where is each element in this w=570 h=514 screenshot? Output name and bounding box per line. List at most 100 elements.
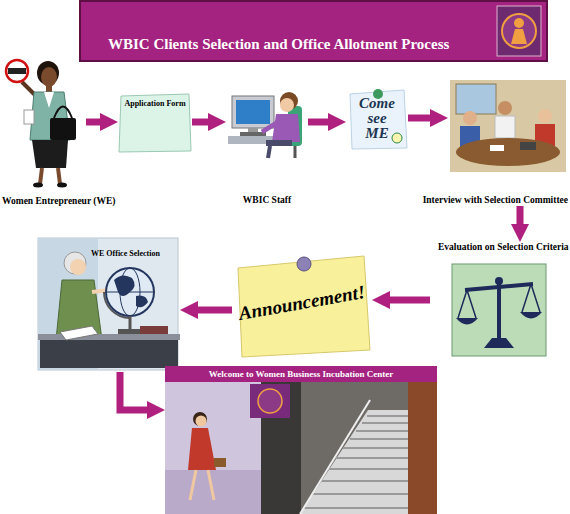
papers [24,110,34,124]
hair [64,252,86,274]
application-form-note: Application Form [118,93,192,153]
skirt [32,140,68,168]
arm [262,122,278,132]
logo-frame [497,6,541,56]
note-part [350,90,407,149]
leg [40,168,42,184]
face [41,67,57,87]
sign-symbol [6,60,28,82]
push-pin [297,257,311,271]
scales-pan [520,312,542,319]
blouse [44,92,54,108]
staff-step: WBIC Staff [226,88,308,208]
note-paper [350,90,407,149]
logo-figure [511,29,527,44]
globe-equator [106,292,154,293]
logo-figure [514,18,524,28]
note-part [392,133,402,143]
globe [106,268,154,316]
step-caption: Women Entrepreneur (WE) [2,196,115,206]
flow-arrow [189,307,232,314]
scales-panel [452,264,546,356]
chair-base [294,146,297,158]
flow-arrow [192,119,217,126]
person-body [495,116,515,138]
bag [50,118,76,140]
globe-base [118,329,142,334]
red-dress [188,428,216,470]
window [456,84,496,114]
face [280,98,294,112]
title-text: WBIC Clients Selection and Office Allotm… [108,36,449,53]
shoe [57,183,67,188]
keyboard [240,132,266,136]
step-caption: WE Office Selection [91,249,160,258]
desk [40,336,178,368]
flow-arrow [308,119,337,126]
body [272,114,300,142]
logo-ring [258,389,282,413]
step-caption: Interview with Selection Committee [423,195,568,205]
shoe [33,183,43,188]
hall-panel [165,382,261,514]
face [70,259,86,275]
title-band [80,1,547,61]
papers [60,326,98,340]
note-text: Come see ME [354,96,400,141]
note-part [119,94,191,152]
banner-text: Welcome to Women Business Incubation Cen… [165,366,437,382]
logo-ring [502,14,536,48]
office-panel [38,238,178,370]
flow-arrow [120,372,156,410]
lap [266,140,292,146]
note-text: Application Form [118,99,192,108]
book [140,326,168,334]
face [196,416,207,427]
evaluation-step: Evaluation on Selection Criteria [430,242,562,360]
smiley-face [392,133,402,143]
flow-arrow [517,206,524,233]
scales-pivot [495,277,503,285]
globe-stand [129,316,132,330]
interview-step: Interview with Selection Committee [448,78,570,206]
hair [193,412,207,426]
handbag [214,458,226,467]
floor [165,470,261,514]
table [456,138,560,166]
papers [490,145,504,151]
railing [300,400,370,514]
flow-arrow [86,119,109,126]
scales-base [484,338,514,348]
leg [58,168,60,184]
flow-arrow [408,115,439,122]
logo-frame [250,384,290,418]
step-caption: WBIC Staff [226,195,308,205]
leg [190,470,196,500]
monitor [232,96,274,128]
desk-top [38,334,180,340]
step-caption: Evaluation on Selection Criteria [438,242,569,252]
entrepreneur-step: Women Entrepreneur (WE) [0,55,86,210]
bag-strap [54,107,72,119]
note-part [297,257,311,271]
neck [46,86,52,92]
person-head [538,109,552,123]
flow-arrow [381,297,430,304]
laptop [520,142,536,150]
brick-wall [408,382,437,514]
leg [208,470,214,500]
come-see-me-note: Come see ME [346,86,408,150]
person-head [463,111,477,125]
globe-land [114,275,148,307]
meeting-room [450,80,566,172]
screen [236,100,270,124]
leg [268,146,270,158]
announcement-note: Announcement! [232,252,372,358]
welcome-banner: Welcome to Women Business Incubation Cen… [165,366,437,514]
dress [56,280,102,340]
sign-symbol [8,68,26,74]
scales-string [458,290,476,318]
person-head [498,101,512,115]
